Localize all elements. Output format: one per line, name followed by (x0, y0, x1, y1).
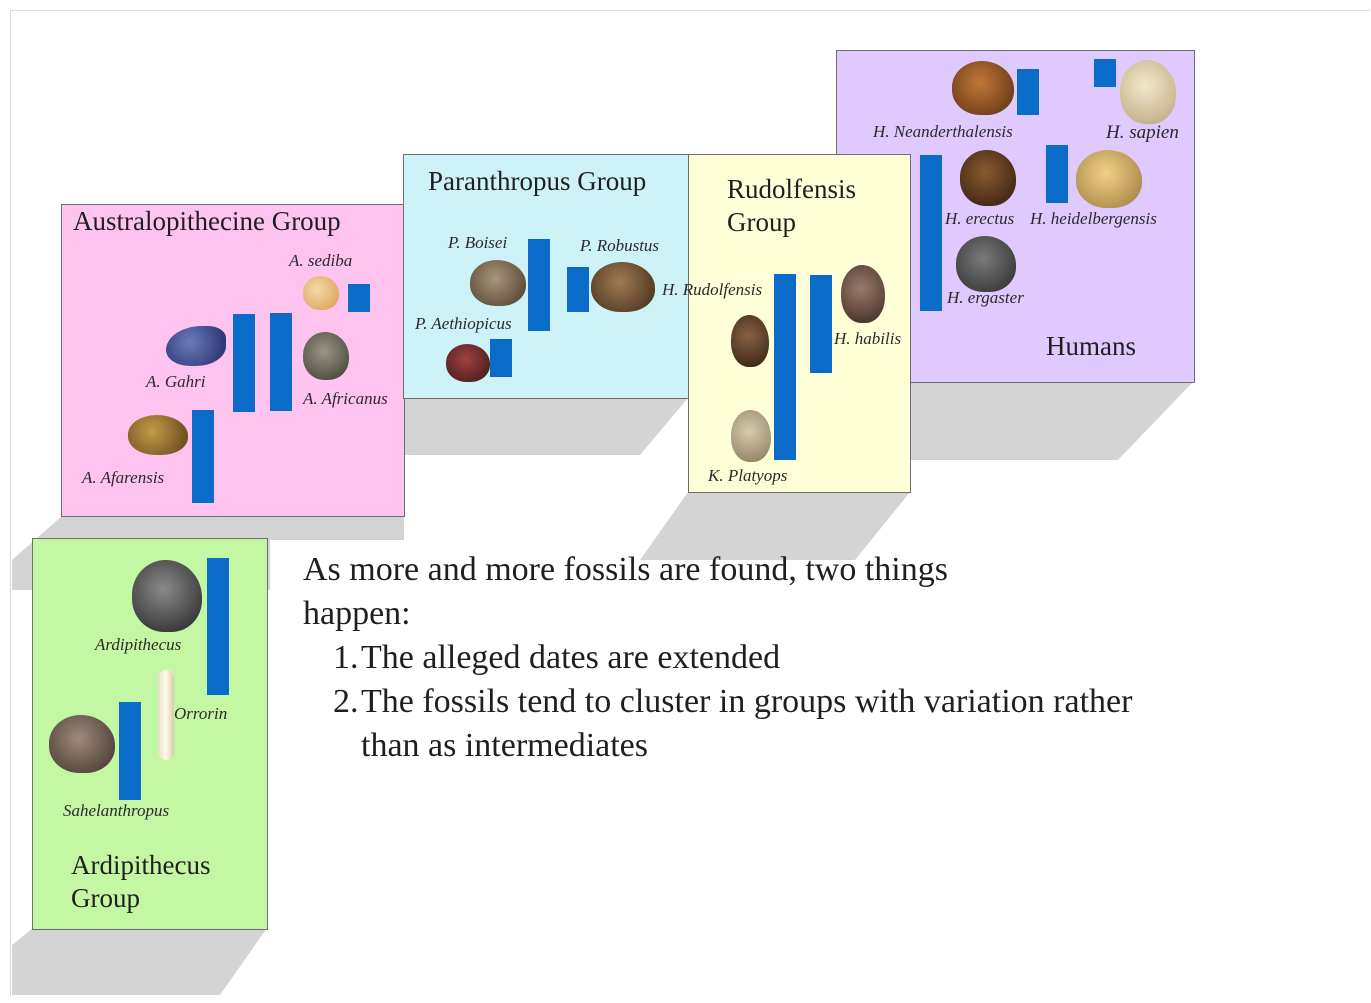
a-africanus-range-bar (270, 313, 292, 411)
a-afarensis-label: A. Afarensis (82, 468, 165, 487)
a-sediba-skull-image (303, 276, 339, 310)
shadow-rudolfensis (640, 492, 910, 560)
p-aethiopicus-range-bar (490, 339, 512, 377)
h-neanderthalensis-range-bar (1017, 69, 1039, 115)
h-ergaster-skull-image (956, 236, 1016, 292)
australopithecine-group-title: Australopithecine Group (73, 206, 341, 236)
body-point-1: 1. The alleged dates are extended (303, 636, 1161, 680)
shadow-humans (910, 382, 1193, 460)
h-heidelbergensis-skull-image (1076, 150, 1142, 208)
shadow-ardipithecus (12, 928, 267, 995)
p-boisei-skull-image (470, 260, 526, 306)
p-boisei-range-bar (528, 239, 550, 331)
body-point-2-text: The fossils tend to cluster in groups wi… (361, 683, 1133, 764)
rudolfensis-group-title-line1: Rudolfensis (727, 174, 857, 204)
body-point-2: 2. The fossils tend to cluster in groups… (303, 680, 1161, 768)
h-rudolfensis-label: H. Rudolfensis (662, 280, 763, 299)
h-habilis-label: H. habilis (834, 329, 902, 348)
h-neanderthalensis-skull-image (952, 61, 1014, 115)
p-boisei-label: P. Boisei (448, 233, 508, 252)
body-point-1-number: 1. (333, 639, 359, 676)
a-africanus-skull-image (303, 332, 349, 380)
body-intro: As more and more fossils are found, two … (303, 551, 948, 632)
ardipithecus-range-bar (207, 558, 229, 695)
ardipithecus-group-title-line2: Group (71, 883, 140, 913)
body-point-1-text: The alleged dates are extended (361, 639, 781, 676)
h-ergaster-label: H. ergaster (947, 288, 1024, 307)
h-sapien-skull-image (1120, 60, 1176, 124)
slide-frame (10, 10, 1370, 996)
paranthropus-group-title: Paranthropus Group (428, 166, 647, 196)
h-heidelbergensis-label: H. heidelbergensis (1030, 209, 1157, 228)
sahelanthropus-range-bar (119, 702, 141, 800)
orrorin-label: Orrorin (174, 704, 228, 723)
a-africanus-label: A. Africanus (303, 389, 388, 408)
rudolfensis-group-title-line2: Group (727, 207, 796, 237)
k-platyops-label: K. Platyops (708, 466, 788, 485)
p-robustus-range-bar (567, 267, 589, 312)
sahelanthropus-skull-image (49, 715, 115, 773)
p-robustus-label: P. Robustus (580, 236, 660, 255)
orrorin-bone-image (158, 670, 174, 760)
a-gahri-skull-image (166, 326, 226, 366)
h-sapien-range-bar (1094, 59, 1116, 87)
a-sediba-range-bar (348, 284, 370, 312)
p-robustus-skull-image (591, 262, 655, 312)
h-habilis-range-bar (810, 275, 832, 373)
shadow-paranthropus (404, 398, 688, 455)
h-erectus-range-bar (920, 155, 942, 311)
h-rudolfensis-range-bar (774, 274, 796, 460)
rudolfensis-group-box: Rudolfensis Group (688, 154, 911, 493)
h-heidelbergensis-range-bar (1046, 145, 1068, 203)
a-afarensis-range-bar (192, 410, 214, 503)
h-erectus-skull-image (960, 150, 1016, 206)
p-aethiopicus-skull-image (446, 344, 490, 382)
sahelanthropus-label: Sahelanthropus (63, 801, 170, 820)
h-erectus-label: H. erectus (945, 209, 1015, 228)
p-aethiopicus-label: P. Aethiopicus (415, 314, 512, 333)
h-sapien-label: H. sapien (1106, 122, 1179, 143)
a-afarensis-skull-image (128, 415, 188, 455)
slide-body-text: As more and more fossils are found, two … (303, 548, 1161, 768)
a-gahri-label: A. Gahri (146, 372, 206, 391)
h-rudolfensis-skull-image (731, 315, 769, 367)
h-neanderthalensis-label: H. Neanderthalensis (873, 122, 1013, 141)
a-sediba-label: A. sediba (289, 251, 353, 270)
body-points-list: 1. The alleged dates are extended 2. The… (303, 636, 1161, 768)
ardipithecus-label: Ardipithecus (95, 635, 182, 654)
ardipithecus-skull-image (132, 560, 202, 632)
h-habilis-skull-image (841, 265, 885, 323)
a-gahri-range-bar (233, 314, 255, 412)
humans-group-title: Humans (1046, 331, 1136, 361)
ardipithecus-group-title-line1: Ardipithecus (71, 850, 211, 880)
body-point-2-number: 2. (333, 683, 359, 720)
k-platyops-skull-image (731, 410, 771, 462)
